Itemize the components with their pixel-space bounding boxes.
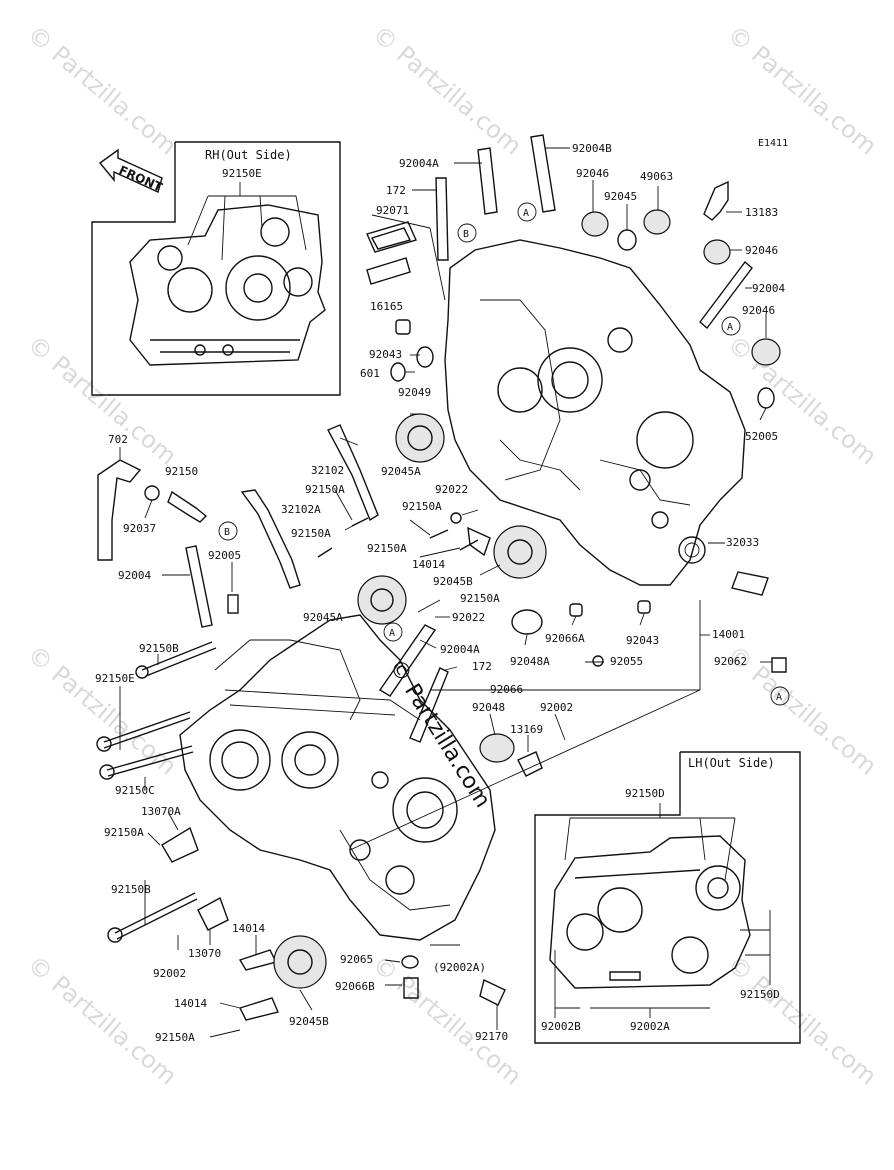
part-label: 14014 xyxy=(232,922,265,935)
part-label: 92037 xyxy=(123,522,156,535)
part-label: 172 xyxy=(386,184,406,197)
part-label: 92022 xyxy=(452,611,485,624)
lh-inset: LH(Out Side) 92150D 92150D 92002B 92002A xyxy=(534,751,801,1044)
part-label: 14001 xyxy=(712,628,745,641)
part-label: 13169 xyxy=(510,723,543,736)
part-label: 92045A xyxy=(381,465,421,478)
part-label: 92022 xyxy=(435,483,468,496)
part-label: 92066A xyxy=(545,632,585,645)
part-label: 92150E xyxy=(95,672,135,685)
part-label: 13070 xyxy=(188,947,221,960)
part-label: 49063 xyxy=(640,170,673,183)
part-label: 92150A xyxy=(460,592,500,605)
part-label: 92066 xyxy=(490,683,523,696)
callout-a-plug: A xyxy=(770,686,790,706)
part-labels: 92004B 92004A 172 92046 49063 92045 1318… xyxy=(95,142,785,1044)
lh-inset-label-92150d-right: 92150D xyxy=(740,988,780,1001)
part-label: 92150A xyxy=(155,1031,195,1044)
part-label: 92170 xyxy=(475,1030,508,1043)
part-label: 92045 xyxy=(604,190,637,203)
part-label: 13070A xyxy=(141,805,181,818)
lh-inset-label-92150d-top: 92150D xyxy=(625,787,665,800)
part-label: 92071 xyxy=(376,204,409,217)
part-label: 92043 xyxy=(369,348,402,361)
part-label: 92062 xyxy=(714,655,747,668)
rh-inset-title: RH(Out Side) xyxy=(205,148,292,162)
svg-text:A: A xyxy=(776,692,782,703)
front-arrow-icon: FRONT xyxy=(98,148,165,195)
part-label: 92043 xyxy=(626,634,659,647)
svg-text:A: A xyxy=(523,208,529,219)
part-label: 92150A xyxy=(402,500,442,513)
part-label: 92048A xyxy=(510,655,550,668)
part-label: 92150A xyxy=(104,826,144,839)
part-label: 92066B xyxy=(335,980,375,993)
part-label: 92150 xyxy=(165,465,198,478)
part-label: 92065 xyxy=(340,953,373,966)
part-label: 92046 xyxy=(745,244,778,257)
part-label: 92005 xyxy=(208,549,241,562)
part-label: 92150A xyxy=(305,483,345,496)
lh-inset-label-92002a: 92002A xyxy=(630,1020,670,1033)
part-label: 52005 xyxy=(745,430,778,443)
svg-text:B: B xyxy=(463,229,469,240)
part-label: 32102 xyxy=(311,464,344,477)
callout-a-right: A xyxy=(721,316,741,336)
part-label: 92046 xyxy=(576,167,609,180)
part-label: 14014 xyxy=(174,997,207,1010)
part-label: 92002 xyxy=(540,701,573,714)
callout-a-center: A xyxy=(383,622,403,642)
part-label: 702 xyxy=(108,433,128,446)
part-label: 92048 xyxy=(472,701,505,714)
part-label: 92046 xyxy=(742,304,775,317)
part-label: 92049 xyxy=(398,386,431,399)
part-label: (92002A) xyxy=(433,961,486,974)
hardware-parts xyxy=(96,134,787,1038)
part-label: 92004 xyxy=(118,569,151,582)
part-label: 13183 xyxy=(745,206,778,219)
part-label: 92045B xyxy=(289,1015,329,1028)
callout-markers: A B A B A A xyxy=(218,202,790,706)
svg-text:A: A xyxy=(389,628,395,639)
lh-inset-title: LH(Out Side) xyxy=(688,756,775,770)
callout-b-left: B xyxy=(218,521,238,541)
part-label: 601 xyxy=(360,367,380,380)
callout-a-top: A xyxy=(517,202,537,222)
part-label: 92004A xyxy=(399,157,439,170)
lower-crankcase-half xyxy=(179,614,496,941)
part-label: 92004 xyxy=(752,282,785,295)
part-label: 32033 xyxy=(726,536,759,549)
svg-text:B: B xyxy=(224,527,230,538)
lh-inset-label-92002b: 92002B xyxy=(541,1020,581,1033)
part-label: 92055 xyxy=(610,655,643,668)
part-label: 32102A xyxy=(281,503,321,516)
upper-crankcase-half xyxy=(444,239,746,586)
rh-inset-part-label: 92150E xyxy=(222,167,262,180)
rh-inset: RH(Out Side) FRONT 92150E xyxy=(91,141,341,396)
part-label: 92150A xyxy=(367,542,407,555)
part-label: 172 xyxy=(472,660,492,673)
part-label: 92004B xyxy=(572,142,612,155)
part-label: 92150A xyxy=(291,527,331,540)
svg-text:A: A xyxy=(727,322,733,333)
part-label: 92150C xyxy=(115,784,155,797)
part-label: 92004A xyxy=(440,643,480,656)
part-label: 92002 xyxy=(153,967,186,980)
part-label: 92150B xyxy=(139,642,179,655)
diagram-code: E1411 xyxy=(758,138,788,149)
part-label: 92045B xyxy=(433,575,473,588)
part-label: 16165 xyxy=(370,300,403,313)
part-label: 92150B xyxy=(111,883,151,896)
part-label: 92045A xyxy=(303,611,343,624)
part-label: 14014 xyxy=(412,558,445,571)
callout-b-top: B xyxy=(457,223,477,243)
